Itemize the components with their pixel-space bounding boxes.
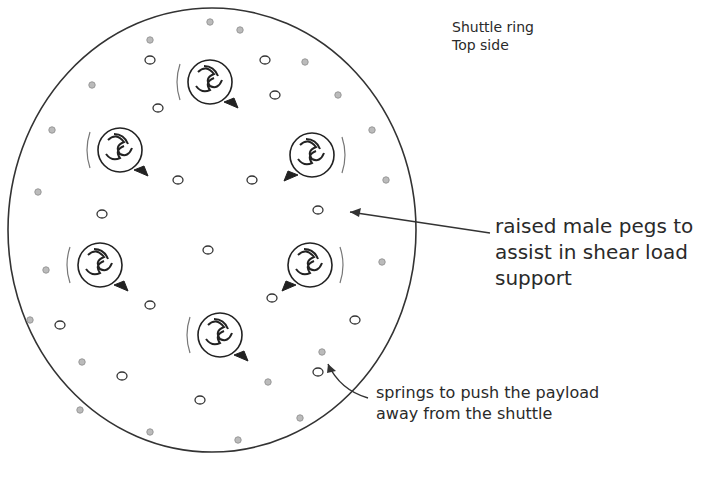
male-peg [97, 210, 107, 218]
latch-scribble [86, 249, 112, 274]
male-peg [313, 368, 323, 376]
spring [369, 127, 375, 133]
male-peg [267, 294, 277, 302]
latch-disc [78, 243, 122, 287]
spring [302, 59, 308, 65]
latch-mechanisms [67, 60, 345, 361]
shuttle-ring-outline [8, 8, 416, 452]
rotation-arc [342, 137, 345, 173]
spring [235, 437, 241, 443]
male-peg [117, 372, 127, 380]
male-peg [270, 91, 280, 99]
latch-tab [114, 281, 128, 291]
spring [237, 27, 243, 33]
spring [89, 82, 95, 88]
annotation-label: raised male pegs to assist in shear load… [495, 213, 695, 291]
spring [207, 19, 213, 25]
latch-disc [290, 133, 334, 177]
latch-disc [198, 313, 242, 357]
spring [27, 317, 33, 323]
spring [379, 259, 385, 265]
latch-scribble [106, 134, 132, 159]
spring [335, 92, 341, 98]
male-peg [195, 396, 205, 404]
spring [147, 37, 153, 43]
annotation-label: springs to push the payload away from th… [376, 383, 636, 425]
springs [27, 19, 389, 443]
leader-arrowhead [327, 364, 336, 373]
spring [383, 177, 389, 183]
male-peg [55, 321, 65, 329]
male-pegs [55, 56, 360, 404]
male-peg [173, 176, 183, 184]
male-peg [247, 176, 257, 184]
latch-scribble [196, 66, 222, 91]
rotation-arc [67, 247, 70, 283]
spring [77, 407, 83, 413]
male-peg [313, 206, 323, 214]
latch-disc [288, 243, 332, 287]
male-peg [153, 104, 163, 112]
spring [147, 429, 153, 435]
rotation-arc [177, 64, 180, 100]
leader-arrowhead [350, 208, 361, 217]
male-peg [260, 56, 270, 64]
latch-tab [284, 171, 298, 181]
latch-tab [224, 98, 238, 108]
latch-scribble [296, 249, 322, 274]
rotation-arc [87, 132, 90, 168]
male-peg [145, 56, 155, 64]
male-peg [203, 246, 213, 254]
spring [265, 379, 271, 385]
leader-line [328, 364, 368, 398]
spring [35, 189, 41, 195]
spring [49, 127, 55, 133]
spring [319, 349, 325, 355]
male-peg [145, 301, 155, 309]
latch-scribble [206, 319, 232, 344]
rotation-arc [187, 317, 190, 353]
annotation-label: Shuttle ring Top side [452, 18, 562, 54]
latch-disc [98, 128, 142, 172]
latch-tab [234, 351, 248, 361]
spring [43, 267, 49, 273]
latch-tab [134, 166, 148, 176]
male-peg [350, 316, 360, 324]
leader-line [350, 212, 490, 233]
latch-scribble [298, 139, 324, 164]
latch-disc [188, 60, 232, 104]
latch-tab [282, 281, 296, 291]
spring [297, 415, 303, 421]
spring [79, 359, 85, 365]
rotation-arc [340, 247, 343, 283]
